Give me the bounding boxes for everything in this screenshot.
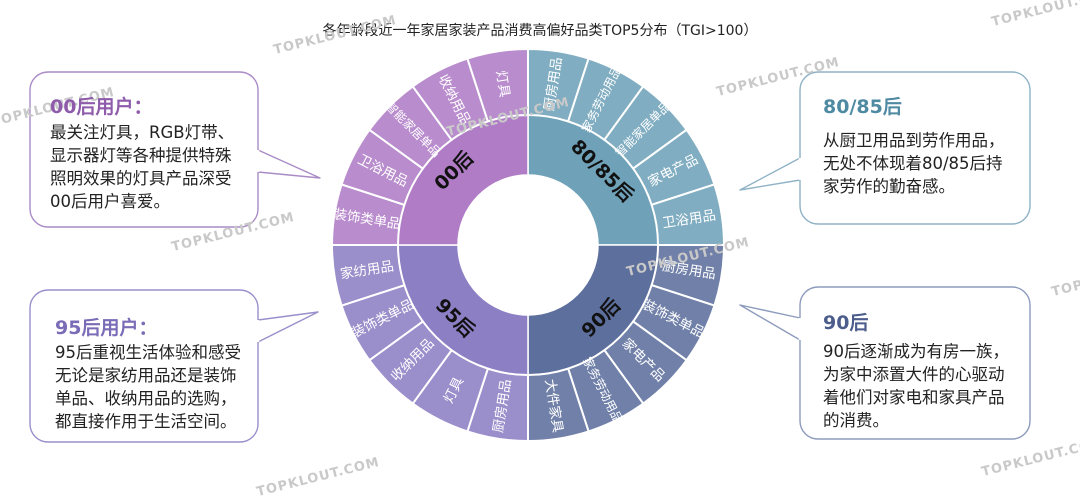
callout-8085-text: 从厨卫用品到劳作用品，无处不体现着80/85后持 家劳作的勤奋感。	[823, 131, 1005, 196]
callout-box	[799, 71, 1031, 225]
callout-95-text: 95后重视生活体验和感受无论是家纺用品还是装饰 单品、收纳用品的选购，都直接作用…	[55, 343, 241, 431]
callout-90-heading: 90后	[823, 312, 869, 334]
callout-box	[29, 289, 259, 443]
callout-90-text: 90后逐渐成为有房一族，为家中添置大件的心驱动 着他们对家电和家具产品的消费。	[823, 342, 1009, 430]
callout-box	[799, 286, 1031, 440]
callout-95-heading: 95后用户：	[55, 317, 158, 339]
callout-pointer	[257, 149, 321, 179]
outer-segment	[466, 47, 529, 123]
chart-title: 各年龄段近一年家居家装产品消费高偏好品类TOP5分布（TGI>100）	[322, 23, 758, 39]
callout-00-heading: 00后用户：	[50, 96, 153, 118]
callout-box	[29, 71, 259, 228]
callout-pointer	[739, 157, 801, 191]
callout-8085-heading: 80/85后	[823, 96, 902, 118]
callout-pointer	[257, 311, 319, 343]
callout-pointer	[739, 304, 801, 341]
sunburst-chart: 80/85后厨房用品家务劳动用品智能家居单品家电产品卫浴用品90后厨房用品装饰类…	[29, 47, 1031, 443]
category-label: 灯具	[492, 69, 512, 98]
